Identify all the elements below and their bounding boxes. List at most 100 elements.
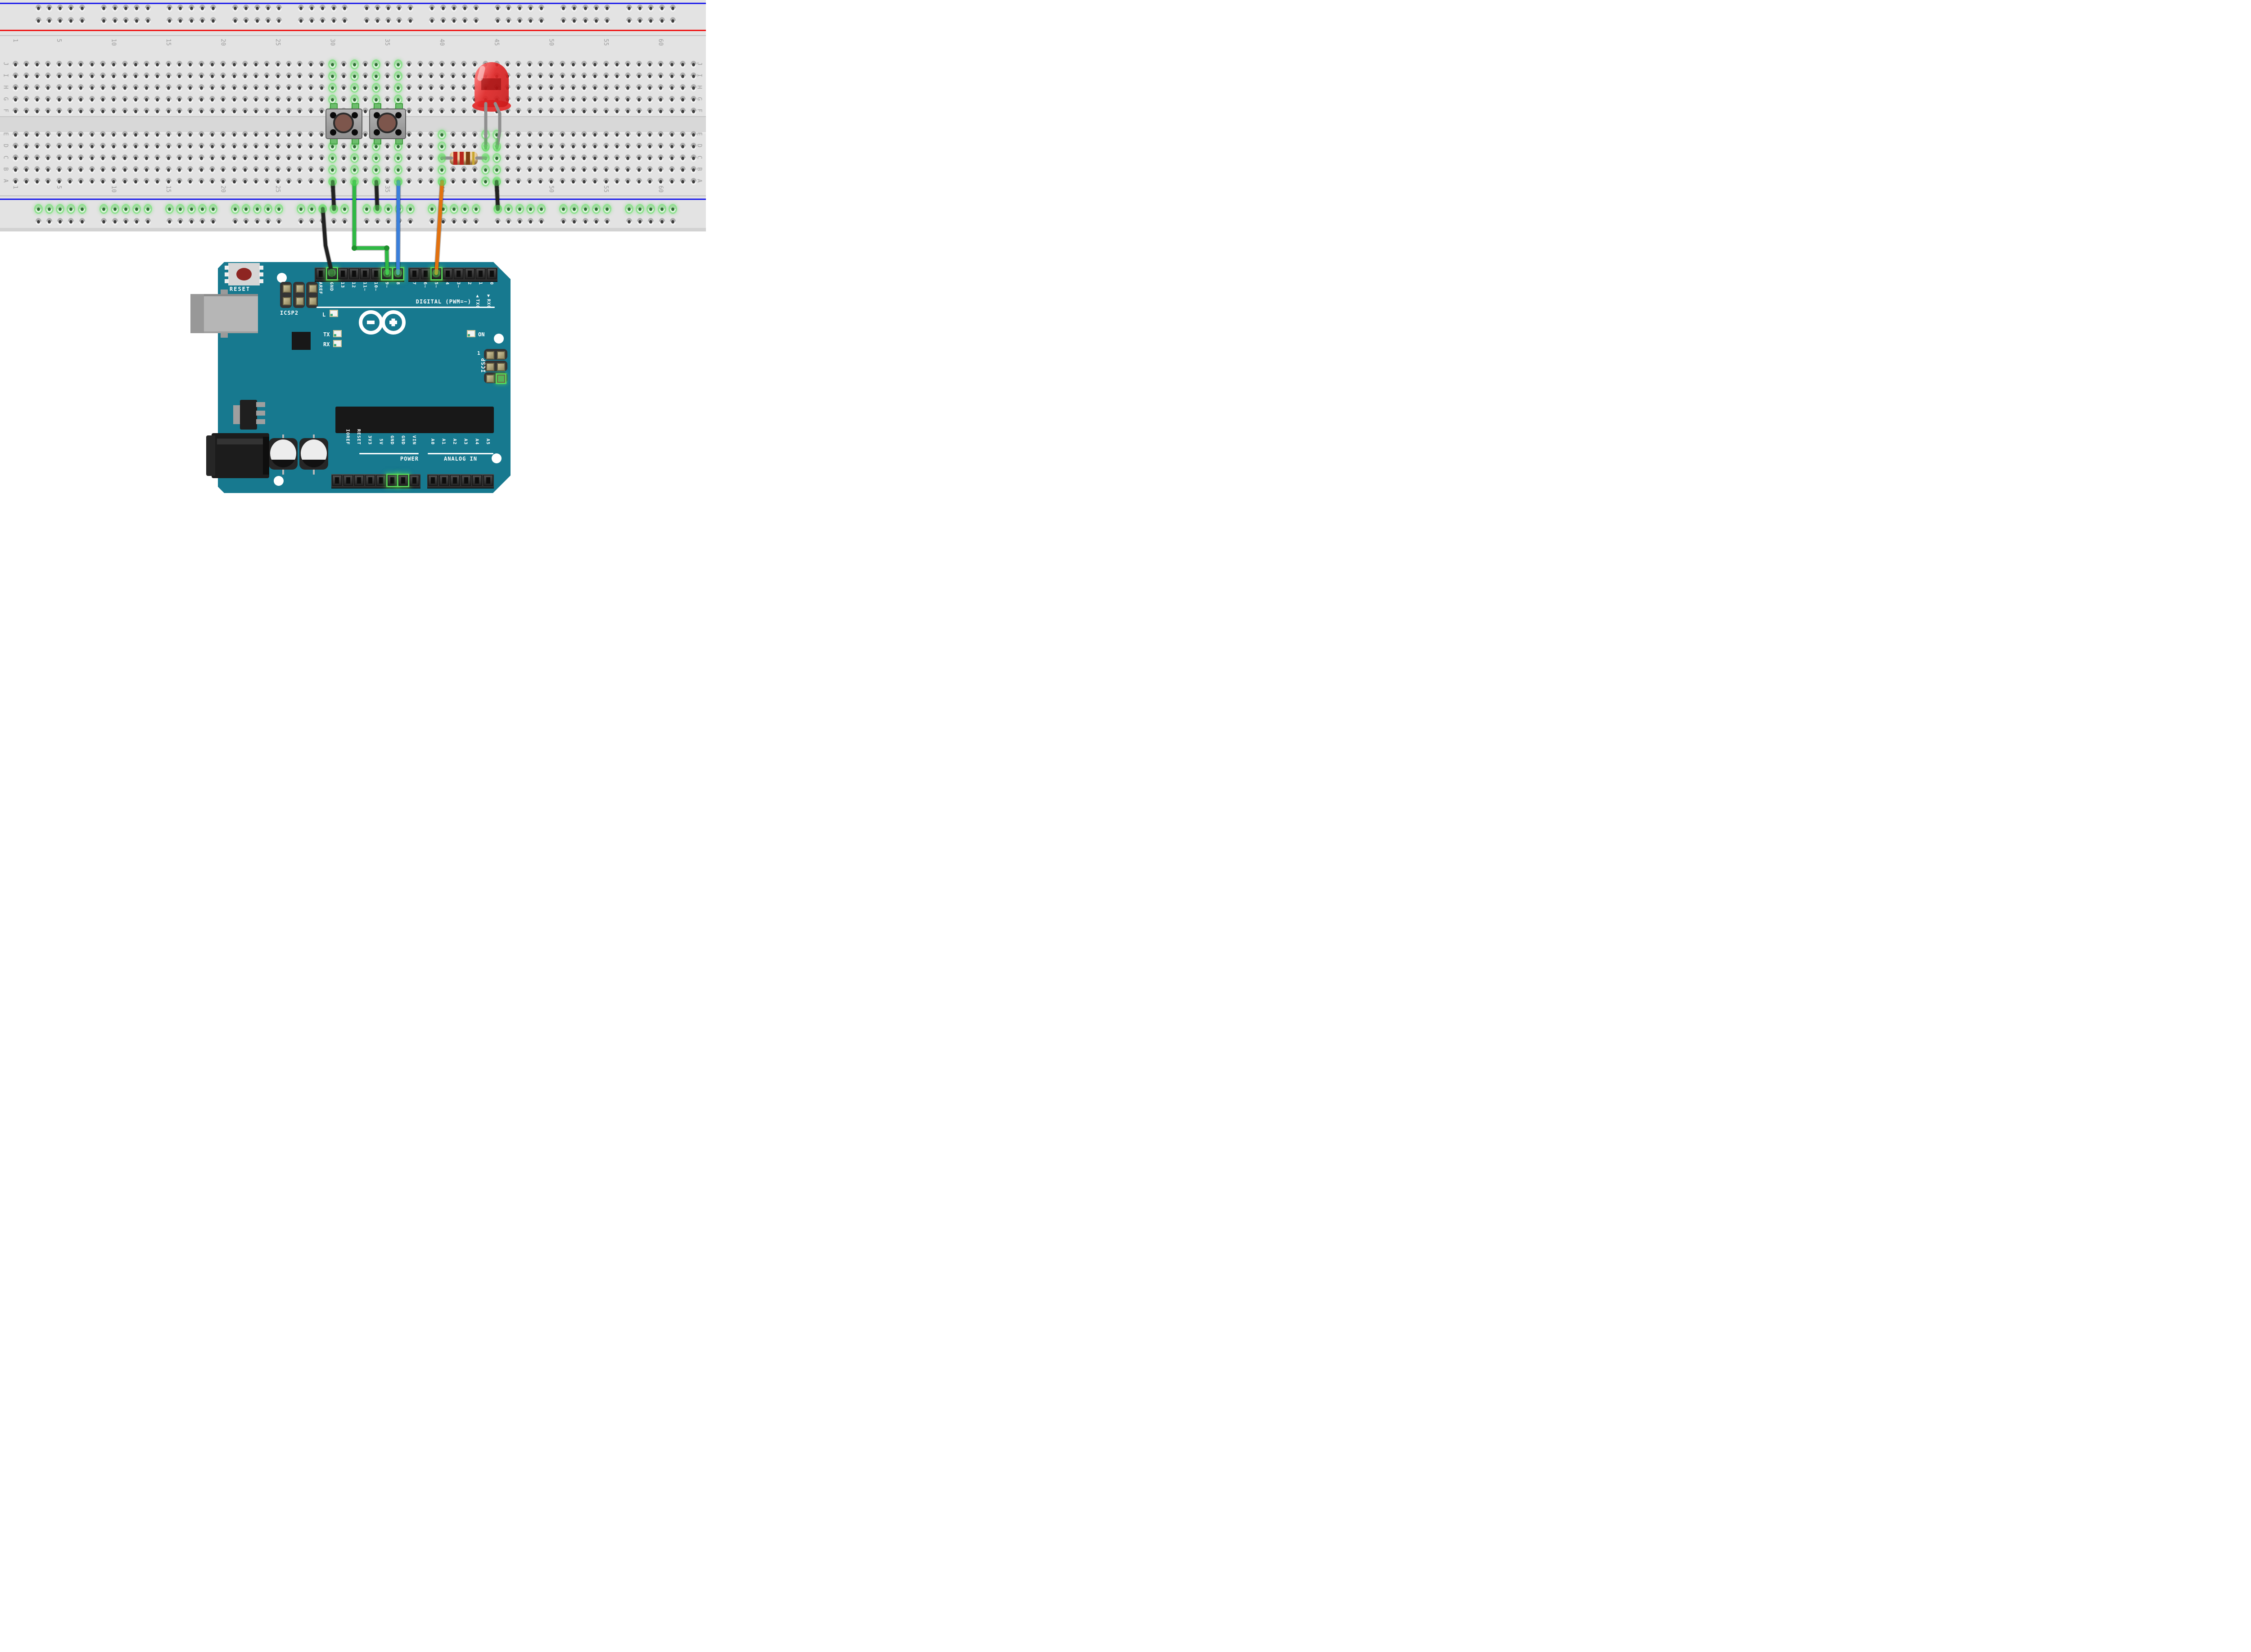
breadboard-hole[interactable] <box>122 154 128 162</box>
rail-hole[interactable] <box>276 5 282 12</box>
breadboard-hole[interactable] <box>505 131 511 138</box>
breadboard-hole[interactable] <box>56 108 62 115</box>
breadboard-hole[interactable] <box>526 72 533 80</box>
digital-pin-4[interactable] <box>443 268 452 279</box>
breadboard-hole[interactable] <box>45 108 51 115</box>
breadboard-hole[interactable] <box>297 84 303 91</box>
breadboard-hole[interactable] <box>275 154 281 162</box>
breadboard-hole[interactable] <box>472 166 478 173</box>
rail-hole-negative[interactable] <box>188 205 194 213</box>
breadboard-hole[interactable] <box>691 178 697 185</box>
rail-hole[interactable] <box>451 17 457 24</box>
breadboard-hole[interactable] <box>537 84 543 91</box>
breadboard-hole[interactable] <box>111 61 117 68</box>
breadboard-hole[interactable] <box>165 108 172 115</box>
breadboard-hole[interactable] <box>636 84 642 91</box>
breadboard-hole[interactable] <box>253 178 259 185</box>
breadboard-hole[interactable] <box>99 61 106 68</box>
breadboard-hole[interactable] <box>515 166 522 173</box>
rail-hole[interactable] <box>626 17 632 24</box>
breadboard-hole[interactable] <box>330 84 336 91</box>
breadboard-hole[interactable] <box>592 96 598 103</box>
breadboard-hole[interactable] <box>34 166 41 173</box>
breadboard-hole[interactable] <box>461 143 467 150</box>
breadboard-hole[interactable] <box>297 61 303 68</box>
rail-hole[interactable] <box>637 17 643 24</box>
breadboard-hole[interactable] <box>570 154 576 162</box>
rail-hole[interactable] <box>374 5 380 12</box>
digital-pin-2[interactable] <box>465 268 475 279</box>
rail-hole[interactable] <box>232 17 238 24</box>
breadboard-hole[interactable] <box>132 143 139 150</box>
breadboard-hole[interactable] <box>144 154 150 162</box>
breadboard-hole[interactable] <box>669 166 675 173</box>
breadboard-hole[interactable] <box>679 178 686 185</box>
rail-hole-negative[interactable] <box>199 205 205 213</box>
rail-hole[interactable] <box>440 5 446 12</box>
breadboard-hole[interactable] <box>505 61 511 68</box>
breadboard-hole[interactable] <box>132 72 139 80</box>
breadboard-hole[interactable] <box>395 61 401 68</box>
rail-hole-negative[interactable] <box>648 205 654 213</box>
breadboard-hole[interactable] <box>154 166 161 173</box>
breadboard-hole[interactable] <box>23 61 29 68</box>
breadboard-hole[interactable] <box>209 61 215 68</box>
icsp-pin[interactable] <box>497 351 505 359</box>
breadboard-hole[interactable] <box>592 154 598 162</box>
reset-button[interactable] <box>225 263 263 285</box>
rail-hole-negative[interactable] <box>210 205 217 213</box>
breadboard-hole[interactable] <box>592 178 598 185</box>
breadboard-hole[interactable] <box>122 178 128 185</box>
breadboard-hole[interactable] <box>559 84 565 91</box>
breadboard-hole[interactable] <box>154 131 161 138</box>
breadboard-hole[interactable] <box>373 96 380 103</box>
breadboard-hole[interactable] <box>78 178 84 185</box>
breadboard-hole[interactable] <box>154 72 161 80</box>
breadboard-hole[interactable] <box>318 108 325 115</box>
breadboard-hole[interactable] <box>373 143 380 150</box>
rail-hole-negative[interactable] <box>538 205 545 213</box>
breadboard-hole[interactable] <box>428 154 434 162</box>
breadboard-hole[interactable] <box>297 131 303 138</box>
breadboard-hole[interactable] <box>12 131 18 138</box>
rail-hole-positive[interactable] <box>210 218 217 225</box>
breadboard-hole[interactable] <box>154 96 161 103</box>
breadboard-hole[interactable] <box>406 143 412 150</box>
breadboard-hole[interactable] <box>318 84 325 91</box>
breadboard-hole[interactable] <box>264 166 270 173</box>
breadboard-hole[interactable] <box>187 166 194 173</box>
breadboard-hole[interactable] <box>34 143 41 150</box>
breadboard-hole[interactable] <box>275 166 281 173</box>
button-cap[interactable] <box>333 113 354 133</box>
rail-hole-negative[interactable] <box>341 205 348 213</box>
breadboard-hole[interactable] <box>406 72 412 80</box>
rail-hole[interactable] <box>407 5 413 12</box>
breadboard-hole[interactable] <box>242 131 248 138</box>
breadboard-hole[interactable] <box>679 96 686 103</box>
breadboard-hole[interactable] <box>384 84 390 91</box>
breadboard-hole[interactable] <box>614 108 620 115</box>
breadboard-hole[interactable] <box>625 166 631 173</box>
breadboard-hole[interactable] <box>330 166 336 173</box>
rail-hole-positive[interactable] <box>495 218 501 225</box>
breadboard-hole[interactable] <box>89 131 95 138</box>
breadboard-hole[interactable] <box>515 131 522 138</box>
breadboard-hole[interactable] <box>67 108 73 115</box>
breadboard-hole[interactable] <box>99 131 106 138</box>
breadboard-hole[interactable] <box>154 108 161 115</box>
breadboard-hole[interactable] <box>122 96 128 103</box>
rail-hole[interactable] <box>363 5 370 12</box>
breadboard-hole[interactable] <box>603 166 609 173</box>
breadboard-hole[interactable] <box>231 61 237 68</box>
breadboard-hole[interactable] <box>658 72 664 80</box>
breadboard-hole[interactable] <box>505 154 511 162</box>
breadboard-hole[interactable] <box>592 61 598 68</box>
digital-pin-10~[interactable] <box>371 268 381 279</box>
breadboard-hole[interactable] <box>417 72 423 80</box>
breadboard-hole[interactable] <box>187 108 194 115</box>
analog-pin-A3[interactable] <box>461 475 471 486</box>
digital-pin-6~[interactable] <box>420 268 430 279</box>
breadboard-hole[interactable] <box>253 131 259 138</box>
rail-hole-positive[interactable] <box>101 218 107 225</box>
breadboard-hole[interactable] <box>406 131 412 138</box>
